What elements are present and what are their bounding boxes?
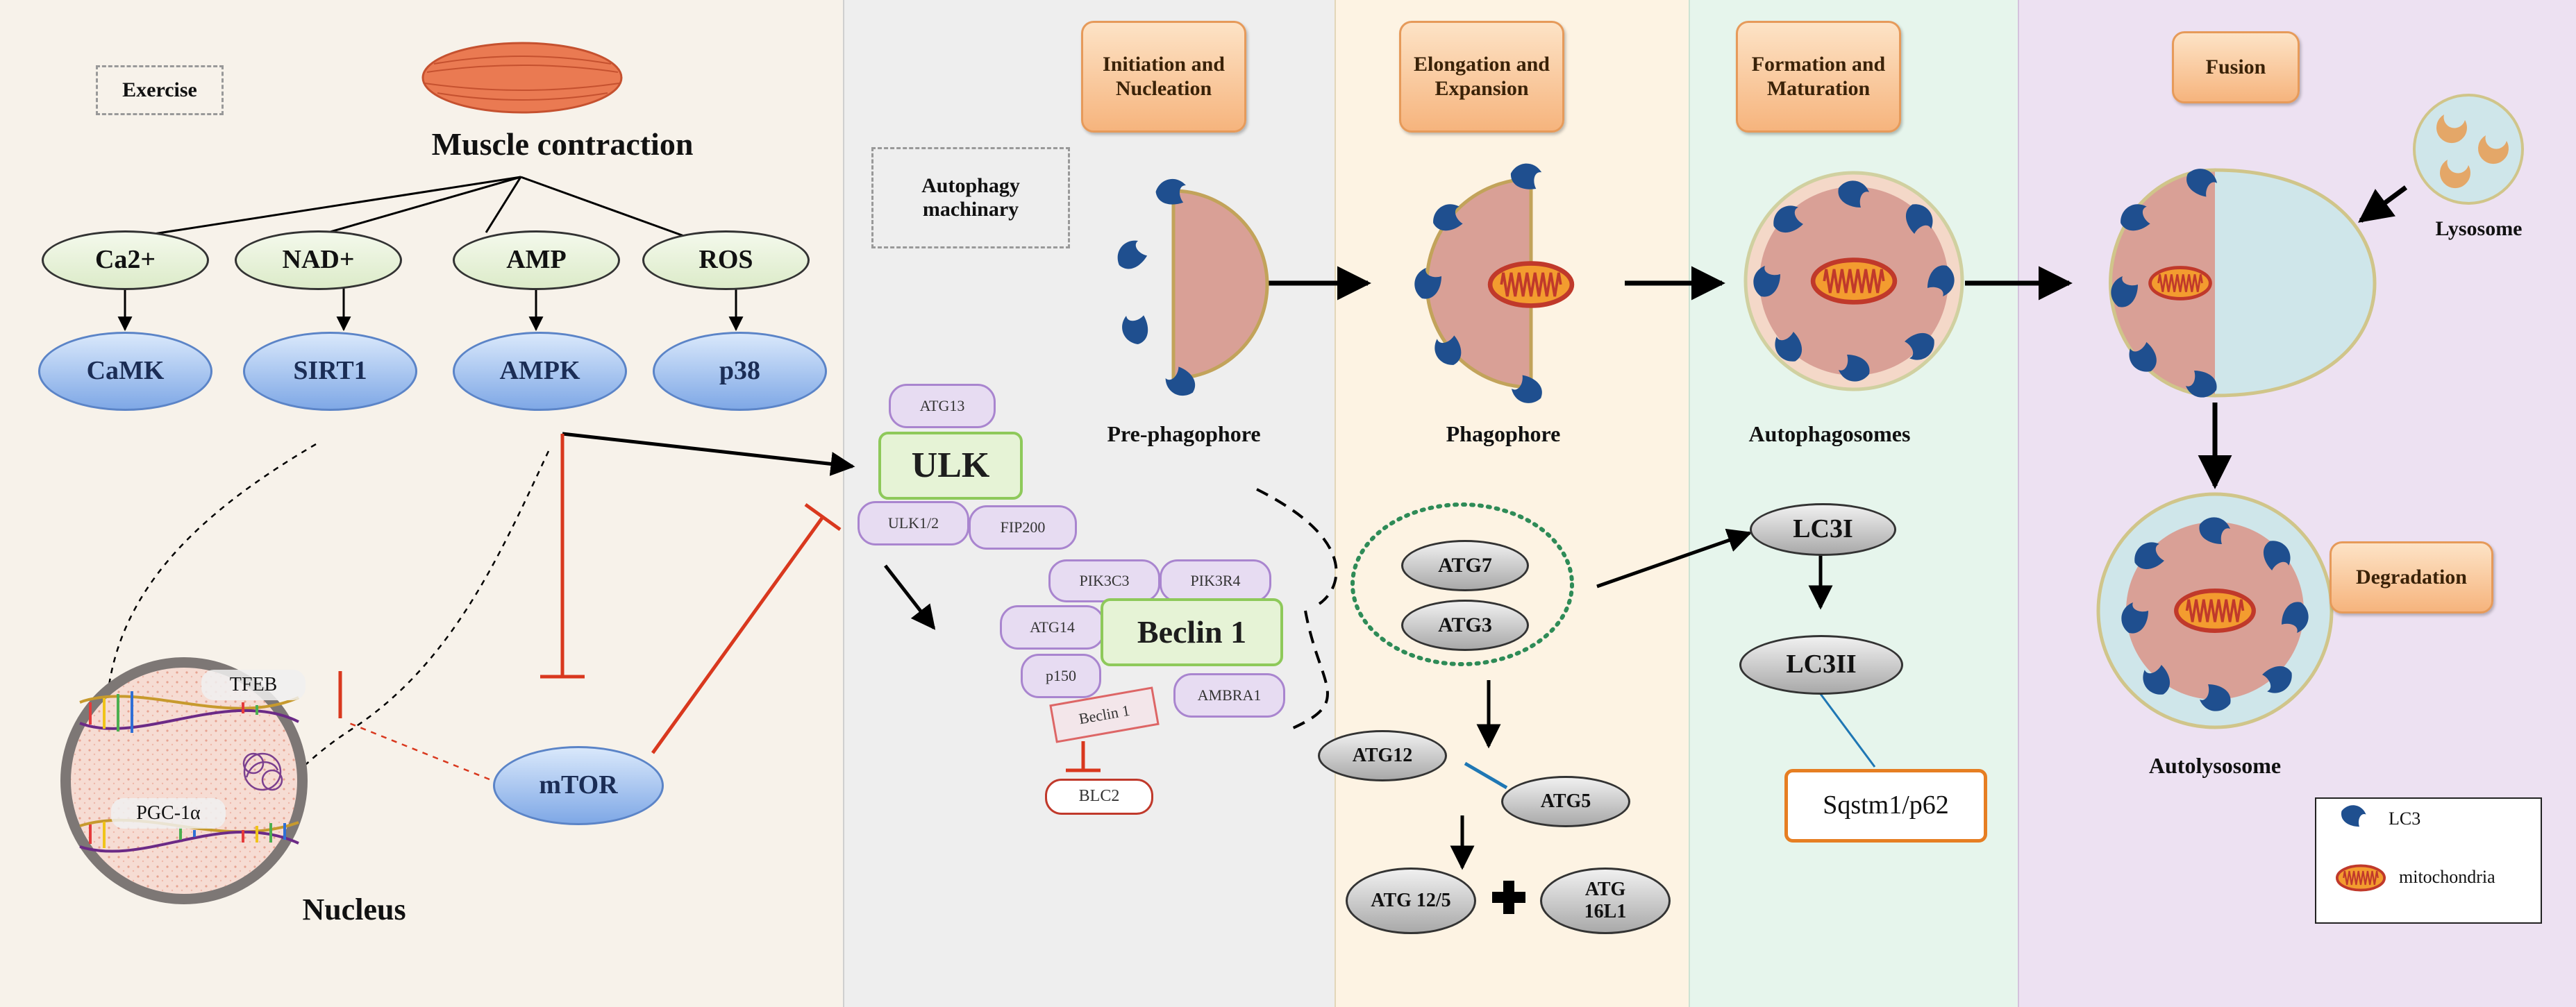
- signal-amp: AMP: [453, 230, 620, 290]
- beclin1-complex: Beclin 1: [1101, 598, 1283, 666]
- panel-formation: [1689, 0, 2018, 1007]
- atg125-node: ATG 12/5: [1346, 868, 1476, 934]
- signal-nad: NAD+: [235, 230, 402, 290]
- muscle-icon: [421, 42, 623, 114]
- legend-mito-icon: [2335, 864, 2386, 892]
- autolysosome-label: Autolysosome: [2148, 752, 2282, 778]
- stage-elongation: Elongation and Expansion: [1399, 21, 1564, 133]
- autophagosome-icon: [1743, 171, 1964, 391]
- nucleus-icon: [60, 657, 308, 904]
- lysosome-icon: [2413, 94, 2524, 205]
- signal-kinase-arrows: [117, 285, 744, 332]
- atg3-node: ATG3: [1401, 600, 1529, 651]
- atg16l1-node: ATG 16L1: [1540, 868, 1671, 934]
- pgc1a-label: PGC-1α: [111, 798, 226, 829]
- stage-fusion: Fusion: [2172, 31, 2300, 103]
- ulk-beclin-arrow: [884, 564, 936, 630]
- panel-elongation: [1335, 0, 1689, 1007]
- prephagophore-label: Pre-phagophore: [1107, 421, 1261, 446]
- signal-ros: ROS: [642, 230, 810, 290]
- ulk-complex: ULK: [878, 432, 1023, 500]
- mtor-ulk-inhibition: [651, 516, 825, 754]
- mtor-tfeb-dashed: [345, 720, 490, 781]
- ambra1-protein: AMBRA1: [1173, 673, 1285, 718]
- kinase-sirt1: SIRT1: [243, 332, 417, 411]
- autophagosomes-label: Autophagosomes: [1748, 421, 1911, 446]
- mtor-node: mTOR: [493, 746, 664, 825]
- pik3c3-protein: PIK3C3: [1048, 559, 1160, 602]
- fip200-protein: FIP200: [969, 505, 1077, 550]
- muscle-contraction-label: Muscle contraction: [431, 126, 694, 162]
- legend-lc3-label: LC3: [2389, 809, 2421, 829]
- plus-icon: [1492, 881, 1525, 914]
- blc2-protein: BLC2: [1045, 779, 1153, 815]
- kinase-p38: p38: [653, 332, 827, 411]
- autolysosome-icon: [2096, 492, 2334, 729]
- lc3ii-sqstm1-link: [1819, 693, 1876, 768]
- legend-mito-label: mitochondria: [2399, 867, 2495, 888]
- exercise-label: Exercise: [96, 65, 224, 115]
- sqstm1-p62-node: Sqstm1/p62: [1784, 769, 1987, 843]
- kinase-ampk: AMPK: [453, 332, 627, 411]
- phagophore-label: Phagophore: [1446, 421, 1561, 446]
- signal-ca: Ca2+: [42, 230, 209, 290]
- atg13-protein: ATG13: [889, 384, 996, 428]
- atg7-atg3-complex: [1350, 502, 1574, 666]
- fusion-vesicle-icon: [2109, 166, 2377, 398]
- ulk12-protein: ULK1/2: [858, 501, 969, 545]
- p150-protein: p150: [1021, 654, 1101, 698]
- complex-lc3i-arrow: [1596, 528, 1753, 589]
- ampk-ulk-arrow: [562, 432, 855, 476]
- atg12-node: ATG12: [1318, 730, 1447, 781]
- arrow-lysosome-fusion: [2358, 185, 2408, 223]
- tfeb-label: TFEB: [201, 670, 306, 700]
- autophagy-machinery-label: Autophagy machinary: [871, 147, 1070, 248]
- atg5-node: ATG5: [1501, 776, 1630, 827]
- prephagophore-icon: [1112, 174, 1269, 400]
- kinase-camk: CaMK: [38, 332, 212, 411]
- phagophore-icon: [1414, 160, 1572, 406]
- chromatin-icon: [242, 752, 283, 791]
- atg14-protein: ATG14: [1000, 605, 1105, 650]
- signal-fan-lines: [117, 176, 685, 241]
- atg7-node: ATG7: [1401, 540, 1529, 591]
- nucleus-label: Nucleus: [302, 892, 406, 926]
- atg12-atg5-link: [1464, 761, 1508, 790]
- lysosome-label: Lysosome: [2435, 217, 2523, 240]
- lc3i-node: LC3I: [1750, 503, 1896, 556]
- pik3r4-protein: PIK3R4: [1160, 559, 1271, 602]
- machinery-dashed-link: [1256, 488, 1338, 730]
- stage-degradation: Degradation: [2330, 541, 2493, 613]
- stage-initiation: Initiation and Nucleation: [1081, 21, 1246, 133]
- lc3ii-node: LC3II: [1739, 635, 1903, 695]
- stage-formation: Formation and Maturation: [1736, 21, 1901, 133]
